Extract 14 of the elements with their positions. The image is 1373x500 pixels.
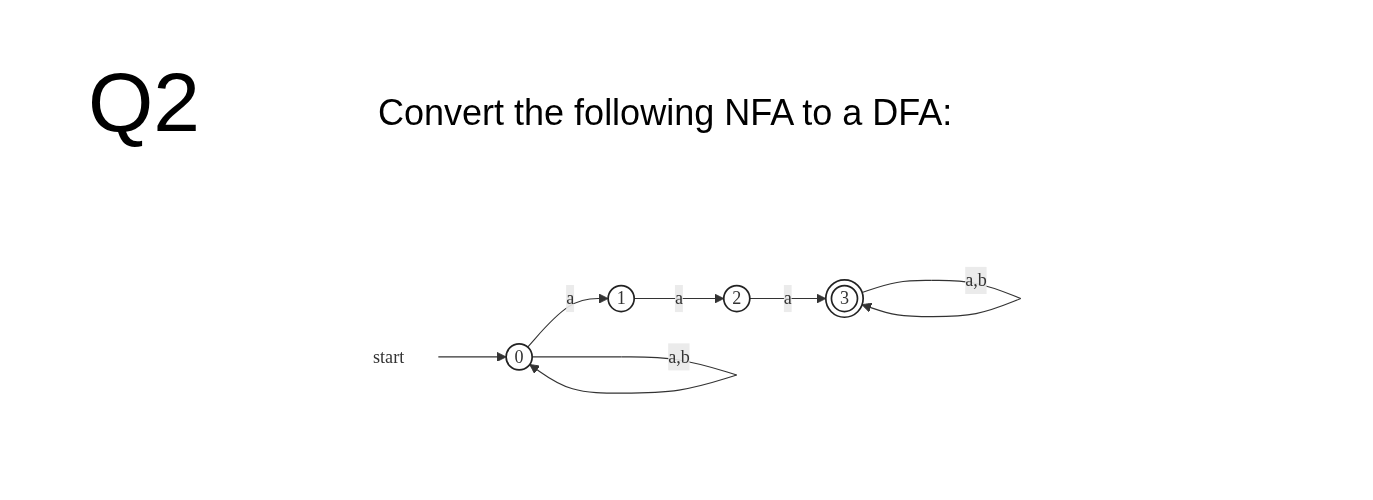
node-circle: 0	[505, 343, 533, 371]
node-circle: 3	[824, 279, 864, 319]
edge-label: a	[674, 288, 683, 308]
arrow	[749, 293, 827, 304]
node-circle: 1	[607, 284, 636, 313]
edge-label: a,b	[668, 346, 690, 366]
edge-label: a	[566, 288, 575, 308]
edge-label: a,b	[965, 270, 987, 290]
instruction-text: Convert the following NFA to a DFA:	[378, 92, 953, 134]
node-circle: 2	[722, 284, 751, 313]
arrow	[437, 351, 507, 362]
arrow	[527, 293, 609, 348]
node-text: start	[373, 346, 405, 366]
edge-label: a	[783, 288, 792, 308]
